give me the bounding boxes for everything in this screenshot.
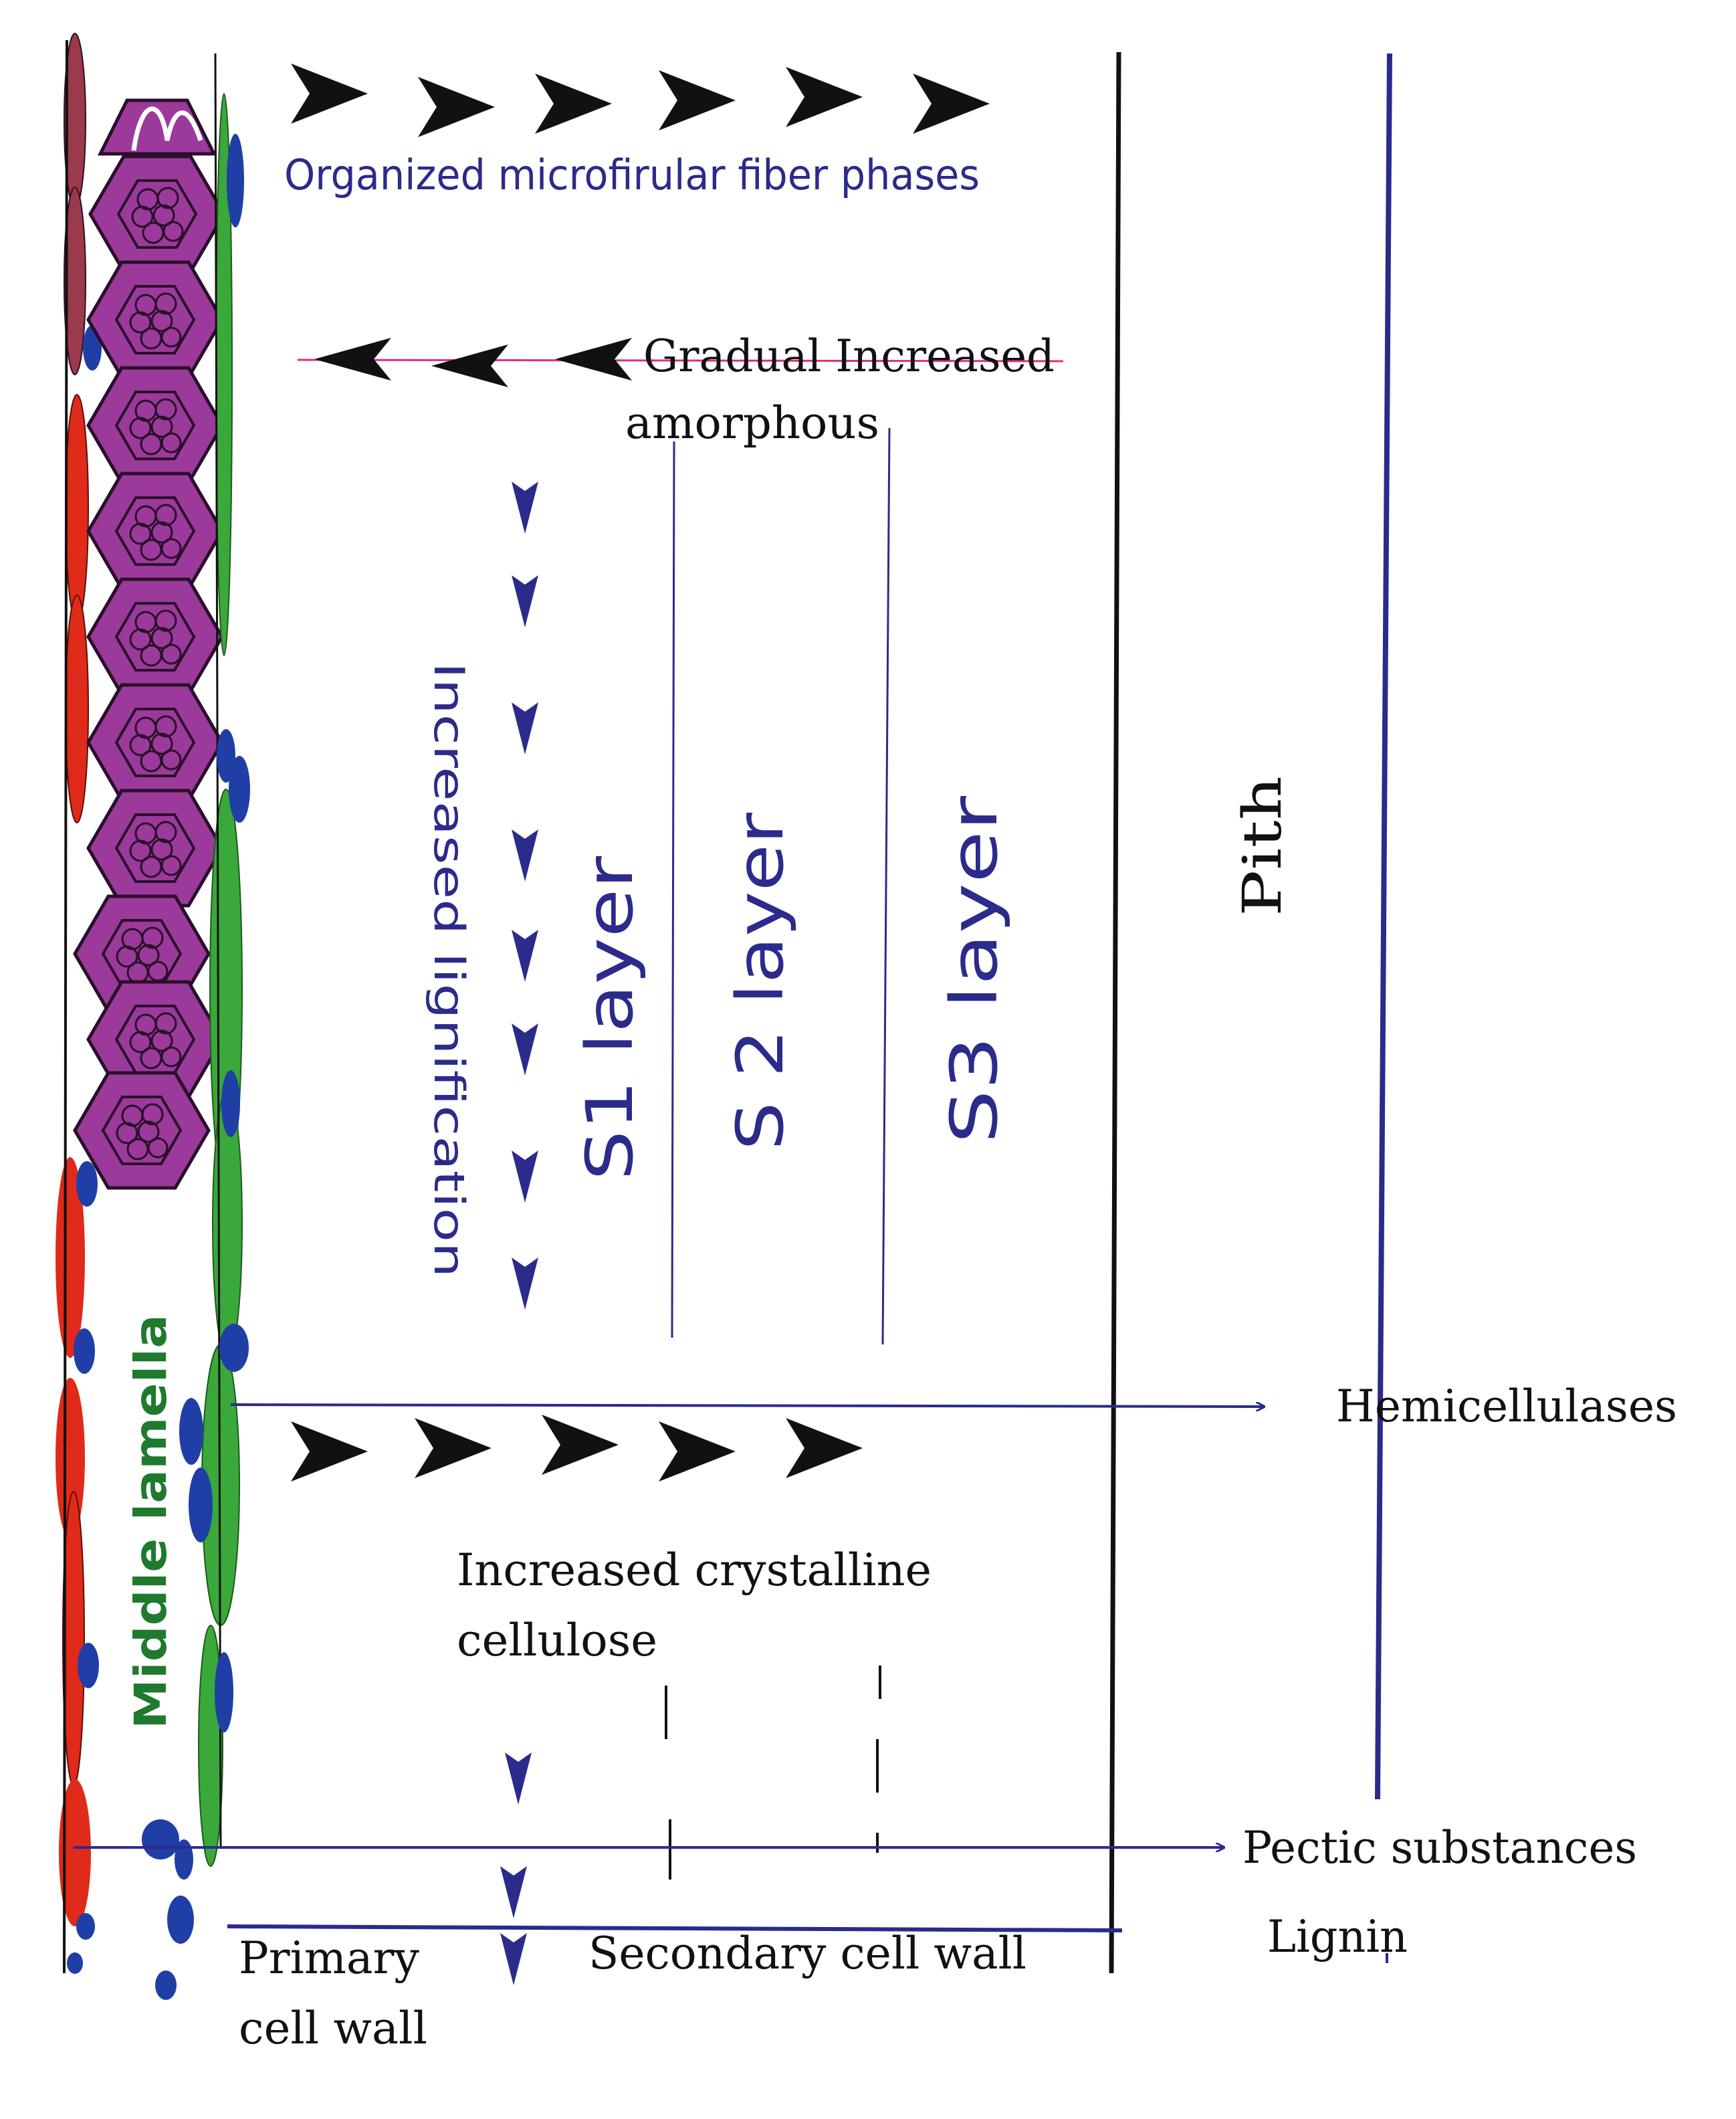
hemicellulases-label: Hemicellulases xyxy=(1336,1381,1677,1432)
chevron-down-icon xyxy=(512,482,538,534)
chevron-left-icon xyxy=(431,344,508,387)
chevron-right-icon xyxy=(418,77,495,137)
chevron-down-icon xyxy=(500,1933,527,1985)
cell-wall-label: cell wall xyxy=(239,2003,427,2054)
pectic-substances-label: Pectic substances xyxy=(1242,1822,1637,1874)
organized-fiber-label: Organized microfirular fiber phases xyxy=(284,150,980,199)
chevron-right-icon xyxy=(535,74,612,134)
lower-chevron-row xyxy=(291,1415,863,1482)
pith-right-line xyxy=(1375,53,1392,1800)
hex-cell xyxy=(88,685,222,800)
chevron-left-icon xyxy=(555,338,632,381)
chevron-down-icon xyxy=(512,1150,538,1203)
chevron-down-icon xyxy=(500,1866,527,1918)
increased-crystalline-label: Increased crystalline xyxy=(457,1544,932,1596)
chevron-down-icon xyxy=(512,930,538,982)
secondary-cell-wall-label: Secondary cell wall xyxy=(588,1928,1026,1979)
down-chevron-column xyxy=(500,482,538,1985)
chevron-down-icon xyxy=(512,702,538,754)
chevron-right-icon xyxy=(291,1421,368,1482)
chevron-right-icon xyxy=(786,1418,863,1478)
hex-cell xyxy=(90,157,224,272)
hex-cell xyxy=(88,262,222,377)
chevron-right-icon xyxy=(415,1418,492,1478)
s1-layer-label: S1 layer xyxy=(572,855,647,1181)
chevron-right-icon xyxy=(291,64,368,124)
secondary-wall-boundary xyxy=(1109,52,1121,1974)
gradual-increased-label: Gradual Increased xyxy=(643,330,1055,382)
chevron-down-icon xyxy=(512,575,538,627)
chevron-down-icon xyxy=(512,829,538,882)
chevron-right-icon xyxy=(786,67,863,127)
primary-label: Primary xyxy=(239,1932,420,1984)
s2-s3-divider xyxy=(881,427,891,1345)
purple-cell-column xyxy=(75,98,224,1188)
amorphous-label: amorphous xyxy=(625,397,879,449)
pith-label: Pith xyxy=(1231,776,1293,916)
outer-cell-strand xyxy=(56,33,102,1974)
green-strand xyxy=(142,53,250,2000)
left-chevron-row xyxy=(297,338,1064,387)
cellulose-label: cellulose xyxy=(457,1615,657,1666)
lignin-label: Lignin xyxy=(1267,1911,1408,1962)
hemicellulases-arrow xyxy=(230,1405,1264,1407)
chevron-right-icon xyxy=(659,70,736,130)
hex-cell xyxy=(88,368,222,483)
chevron-right-icon xyxy=(659,1421,736,1482)
hex-cell xyxy=(88,474,222,589)
hex-cell xyxy=(88,791,222,906)
chevron-down-icon xyxy=(512,1023,538,1076)
chevron-down-icon xyxy=(505,1752,532,1805)
s1-s2-divider xyxy=(671,441,675,1338)
chevron-down-icon xyxy=(512,1257,538,1310)
middle-lamella-label: Middle lamella xyxy=(125,1314,177,1729)
chevron-right-icon xyxy=(913,74,990,134)
s2-layer-label: S 2 layer xyxy=(723,812,798,1150)
s3-layer-label: S3 layer xyxy=(937,795,1012,1144)
top-chevron-row xyxy=(291,64,990,137)
hex-cell xyxy=(88,579,222,694)
secondary-wall-bar xyxy=(227,1924,1123,1932)
increased-lignification-label: Increased lignification xyxy=(425,662,473,1278)
chevron-right-icon xyxy=(542,1415,619,1475)
